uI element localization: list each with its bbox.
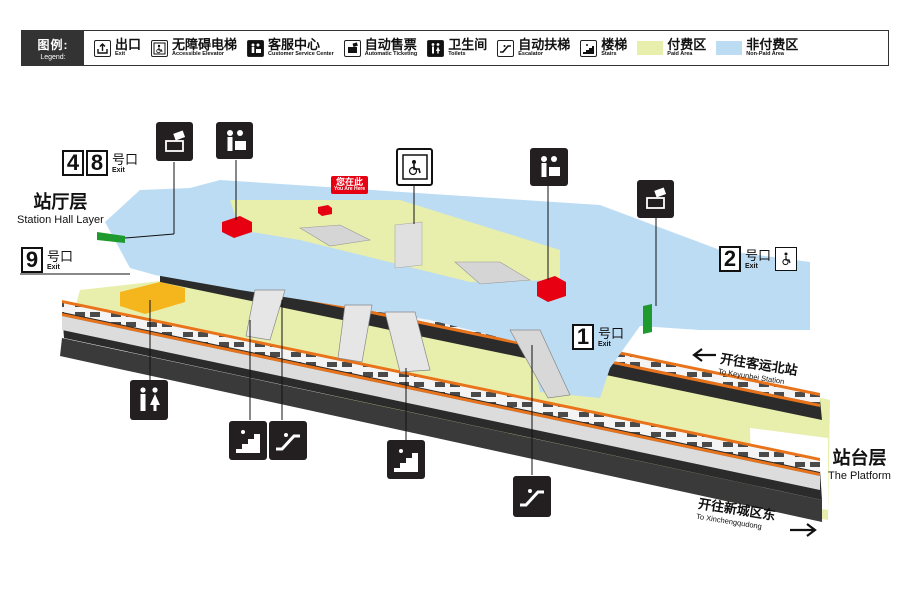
legend-label-en: Exit xyxy=(115,51,126,58)
paid-area-swatch xyxy=(637,41,664,55)
legend-title-en: Legend: xyxy=(40,53,66,61)
station-hall-en: Station Hall Layer xyxy=(17,214,104,226)
accessible-elevator-icon xyxy=(151,39,169,57)
ticket-machine-icon xyxy=(156,122,193,161)
train-front xyxy=(62,300,822,500)
platform-en: The Platform xyxy=(828,470,891,482)
escalator-icon xyxy=(269,421,307,460)
you-are-here-cn: 您在此 xyxy=(336,177,364,187)
you-are-here-label: 您在此 You Are Here xyxy=(331,176,369,194)
exit-cn: 号口 xyxy=(598,325,625,341)
exit-cn: 号口 xyxy=(47,248,74,264)
station-hall-layer-label: 站厅层 Station Hall Layer xyxy=(17,188,104,226)
platform-cn: 站台层 xyxy=(832,448,887,468)
stairs-down-1 xyxy=(245,289,286,341)
service-center-right xyxy=(537,276,566,302)
arrow-to-xinchengqudong xyxy=(790,523,817,537)
exit-en: Exit xyxy=(598,340,611,348)
legend-label-cn: 卫生间 xyxy=(448,37,488,53)
ticket-machine-left xyxy=(97,232,125,243)
legend-label-en: Customer Service Center xyxy=(268,51,334,58)
toilet-icon xyxy=(130,380,168,420)
legend-label-cn: 非付费区 xyxy=(746,37,799,53)
hall-escalator-right xyxy=(454,261,531,285)
legend-label-cn: 楼梯 xyxy=(601,37,628,53)
hall-escalator-left xyxy=(299,224,371,247)
legend-label-cn: 出口 xyxy=(115,37,142,53)
accessible-elevator-icon xyxy=(775,247,798,271)
legend-label-en: Non-Paid Area xyxy=(746,51,784,58)
escalator-icon xyxy=(497,39,515,57)
legend-title: 图例: Legend: xyxy=(22,31,84,65)
legend-label-en: Stairs xyxy=(601,51,617,58)
stairs-down-2 xyxy=(337,304,373,363)
escalator-down xyxy=(509,329,571,399)
exit-9-number: 9 xyxy=(21,247,43,273)
legend-title-cn: 图例: xyxy=(37,37,69,52)
stairs-icon xyxy=(580,39,598,57)
toilet-block xyxy=(120,282,185,314)
legend-label-cn: 自动售票 xyxy=(364,37,417,53)
exit-4-number: 4 xyxy=(62,150,84,176)
accessible-elevator-icon xyxy=(396,148,433,186)
legend-label-en: Escalator xyxy=(518,51,544,58)
customer-service-icon xyxy=(216,122,253,159)
toilet-icon xyxy=(427,39,445,57)
legend-label-en: Accessible Elevator xyxy=(172,51,224,58)
you-are-here-en: You Are Here xyxy=(334,186,366,192)
legend-label-cn: 客服中心 xyxy=(268,37,321,53)
hall-elevator-shaft xyxy=(394,221,423,269)
legend-label-cn: 付费区 xyxy=(667,37,707,53)
legend-label-cn: 无障碍电梯 xyxy=(172,37,238,53)
exit-en: Exit xyxy=(112,166,125,174)
leader-lines xyxy=(20,160,657,475)
exit-8-number: 8 xyxy=(86,150,108,176)
arrow-to-keyunbei xyxy=(692,348,716,362)
legend-label-en: Automatic Ticketing xyxy=(364,51,418,58)
you-are-here-marker xyxy=(318,205,332,216)
legend-label-en: Paid Area xyxy=(667,51,693,58)
non-paid-area-swatch xyxy=(716,41,743,55)
stairs-icon xyxy=(229,421,267,460)
exit-1-number: 1 xyxy=(572,324,594,350)
ticket-machine-icon xyxy=(637,180,674,218)
escalator-icon xyxy=(513,476,551,517)
service-center-left xyxy=(222,216,252,238)
legend-label-en: Toilets xyxy=(448,51,466,58)
exit-cn: 号口 xyxy=(112,151,139,167)
stairs-down-3 xyxy=(384,311,431,373)
exit-icon xyxy=(94,39,111,57)
legend-label-cn: 自动扶梯 xyxy=(518,37,571,53)
station-hall-cn: 站厅层 xyxy=(33,192,88,212)
exit-cn: 号口 xyxy=(745,247,772,263)
exit-en: Exit xyxy=(47,263,60,271)
customer-service-icon xyxy=(530,148,568,186)
customer-service-icon xyxy=(247,39,265,57)
exit-en: Exit xyxy=(745,262,758,270)
ticket-machine-icon xyxy=(343,39,361,57)
stairs-icon xyxy=(387,440,425,479)
platform-layer-label: 站台层 The Platform xyxy=(828,444,891,482)
ticket-machine-right xyxy=(643,304,652,334)
exit-2-number: 2 xyxy=(719,246,741,272)
